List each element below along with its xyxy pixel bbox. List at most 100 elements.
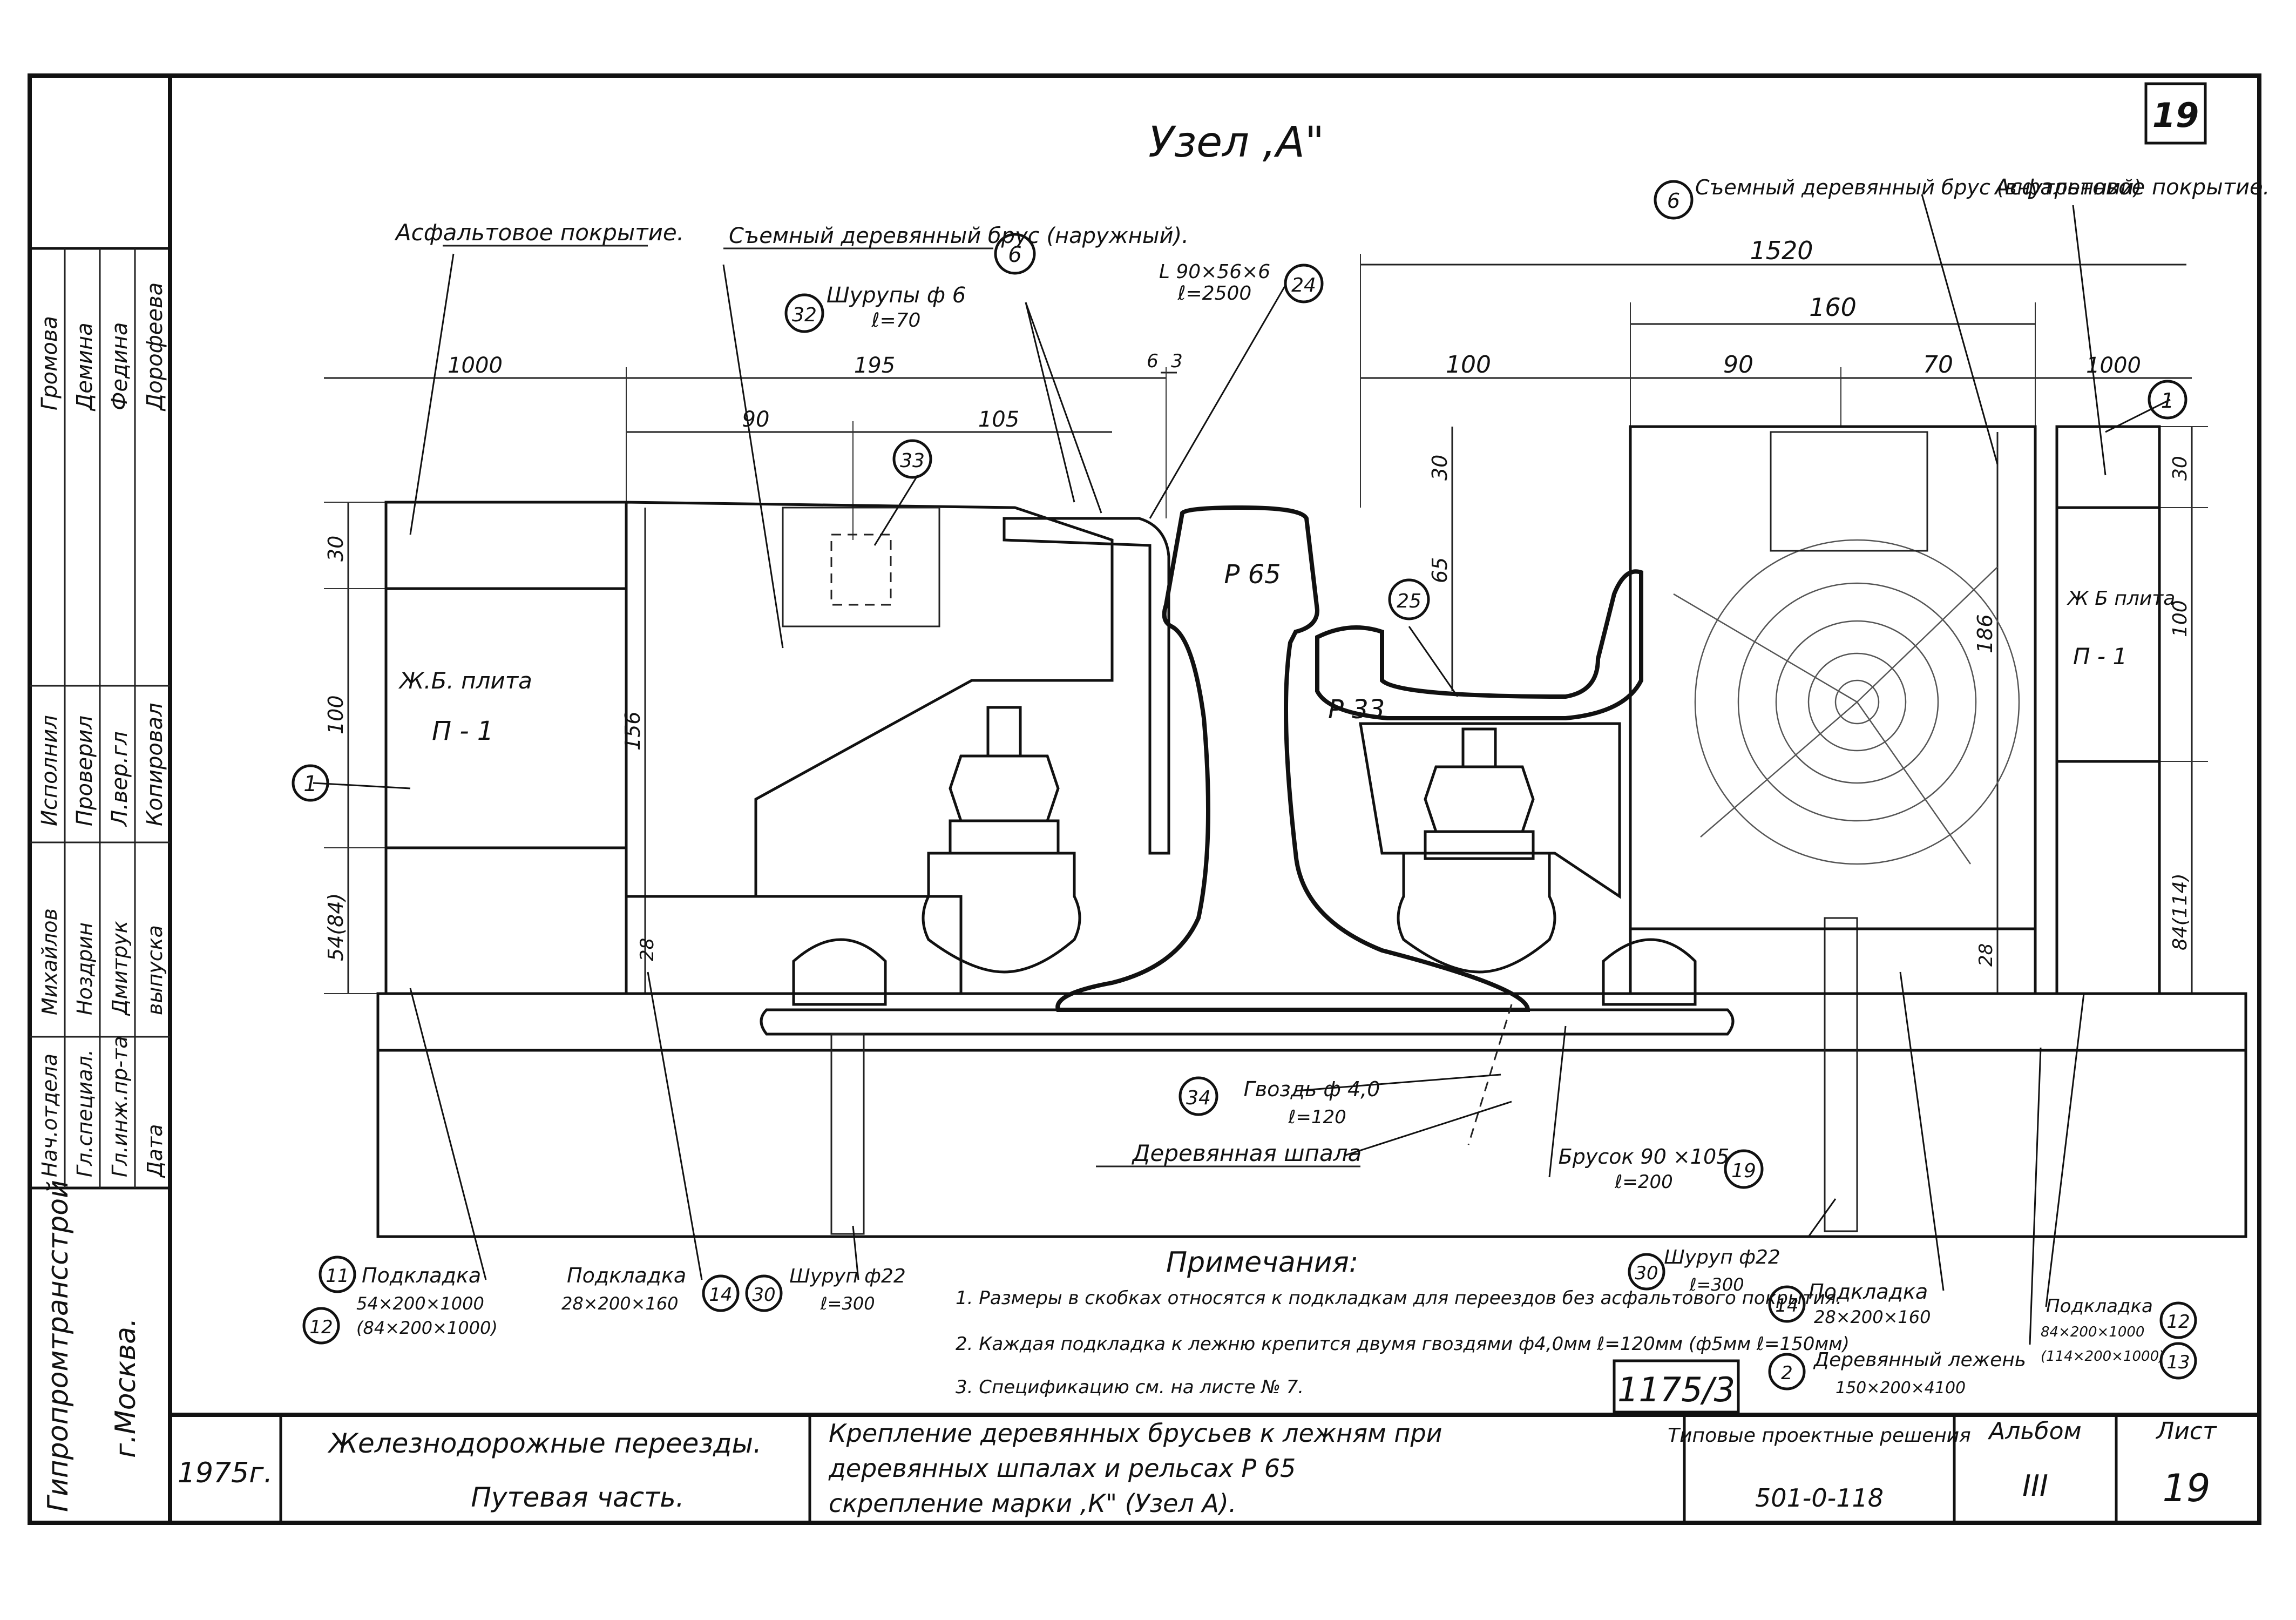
staff-bottom-name-4: выпуска	[143, 925, 167, 1015]
callouts-12: 14	[709, 1284, 732, 1306]
dim-v30-right: 30	[2169, 456, 2191, 481]
dim-v30-left: 30	[324, 536, 348, 562]
dim-100: 100	[1446, 351, 1491, 379]
stamp-album-value: III	[2022, 1469, 2048, 1503]
staff-role-3: Л.вер.гл	[107, 731, 132, 827]
callouts: 1 6 32 24 33 25 6 1 34 19 11 12 14 30 30…	[292, 180, 2197, 1390]
dim-160: 160	[1809, 293, 1857, 322]
notes-heading: Примечания:	[1166, 1246, 1358, 1279]
removable-bar-outer	[625, 501, 1114, 898]
beam-2-size: 150×200×4100	[1836, 1379, 1966, 1398]
nail-length: ℓ=120	[1288, 1106, 1346, 1128]
stamp-description-line2: деревянных шпалах и рельсах Р 65	[828, 1454, 1296, 1483]
clip-bolt-left	[922, 706, 1081, 974]
callout-1-right: 1	[2148, 380, 2187, 420]
dim-1000-left: 1000	[448, 353, 503, 378]
angle-label: L 90×56×6	[1159, 261, 1270, 283]
stamp-code-box	[1613, 1359, 1740, 1414]
stamp-album-label: Альбом	[1987, 1418, 2081, 1445]
pad-14-size: 28×200×160	[561, 1293, 679, 1314]
rail-p33-label: Р 33	[1328, 694, 1385, 725]
plug-33-left	[782, 507, 940, 627]
stamp-code: 1175/3	[1617, 1370, 1735, 1409]
staff-bottom-role-2: Гл.специал.	[73, 1049, 97, 1177]
stamp-project-line1: Железнодорожные переезды.	[327, 1428, 762, 1459]
callout-25: 25	[1388, 578, 1430, 620]
angle-steel-24	[1003, 517, 1170, 855]
note-1: 1. Размеры в скобках относятся к подклад…	[956, 1287, 1842, 1309]
screw-22-right-label: Шуруп ф22	[1664, 1246, 1780, 1268]
stamp-series-code: 501-0-118	[1755, 1483, 1884, 1513]
slab-left-label: Ж.Б. плита	[398, 667, 532, 694]
callouts-17: 12	[2166, 1311, 2190, 1333]
dim-v156: 156	[621, 711, 645, 751]
dim-v28-left: 28	[636, 938, 658, 961]
dimension-lines	[324, 254, 2208, 994]
callouts-0: 1	[303, 772, 317, 796]
staff-bottom-role-3: Гл.инж.пр-та	[108, 1036, 132, 1178]
outer-frame	[28, 73, 2261, 1525]
dim-v65: 65	[1428, 557, 1452, 583]
callouts-4: 33	[900, 450, 925, 472]
callouts-18: 13	[2166, 1352, 2190, 1373]
dim-v30-mid: 30	[1428, 455, 1452, 481]
staff-role-2: Проверил	[72, 716, 97, 826]
callouts-2: 32	[792, 304, 817, 326]
screw-22-right-length: ℓ=300	[1689, 1274, 1744, 1295]
callouts-9: 19	[1731, 1160, 1756, 1182]
removable-inner-label: Съемный деревянный брус (внутренний)	[1695, 176, 2142, 199]
screw-22-length: ℓ=300	[819, 1293, 875, 1314]
pad-11-label: Подкладка	[362, 1264, 481, 1287]
callouts-3: 24	[1291, 274, 1316, 296]
note-2: 2. Каждая подкладка к лежню крепится дву…	[956, 1333, 1850, 1355]
staff-strip: Исполнил Проверил Л.вер.гл Копировал Гро…	[30, 247, 170, 1190]
angle-length: ℓ=2500	[1177, 282, 1252, 305]
dim-70: 70	[1923, 351, 1953, 379]
callout-34: 34	[1179, 1076, 1218, 1116]
removable-bar-inner	[1629, 425, 2037, 930]
staff-bottom-name-1: Михайлов	[38, 908, 62, 1015]
notes-block: Примечания: 1. Размеры в скобках относят…	[956, 1246, 1850, 1398]
staff-bottom-name-2: Ноздрин	[73, 922, 97, 1015]
callout-11: 11	[319, 1256, 356, 1293]
plug-33-right	[1770, 431, 1928, 552]
plug-33-inner	[830, 534, 892, 606]
stamp-year: 1975г.	[178, 1457, 273, 1489]
pad-14-label: Подкладка	[567, 1264, 686, 1287]
sleeper-label: Деревянная шпала	[1132, 1140, 1362, 1166]
callouts-6: 6	[1667, 189, 1680, 213]
nail-34	[1467, 1004, 1513, 1145]
wooden-longitudinal-beam	[376, 992, 2247, 1052]
dim-v100-left: 100	[324, 695, 348, 734]
dim-v28-right: 28	[1975, 943, 1997, 967]
bar-25	[1359, 722, 1621, 899]
callout-6-left: 6	[994, 233, 1036, 275]
screw-30-right	[1824, 917, 1858, 1232]
dim-90-right: 90	[1723, 351, 1753, 379]
callouts-8: 34	[1186, 1087, 1211, 1109]
asphalt-left-label: Асфальтовое покрытие.	[394, 219, 684, 246]
staff-name-3: Федина	[107, 322, 132, 410]
dim-v84-114: 84(114)	[2169, 873, 2191, 950]
callouts-7: 1	[2161, 389, 2174, 413]
bar-length: ℓ=200	[1614, 1171, 1672, 1193]
dim-v54-84: 54(84)	[324, 893, 348, 961]
pad-left	[384, 846, 628, 995]
pad-right	[2055, 760, 2161, 995]
stamp-sheet-value: 19	[2162, 1466, 2210, 1510]
callout-30-left: 30	[745, 1274, 783, 1312]
staff-name-1: Громова	[37, 316, 62, 410]
callout-30-right: 30	[1628, 1253, 1665, 1291]
callout-14: 14	[702, 1274, 740, 1312]
staff-role-1: Исполнил	[37, 715, 62, 826]
callout-12-right: 12	[2159, 1301, 2197, 1339]
staff-bottom-role-1: Нач.отдела	[38, 1054, 62, 1177]
stamp-sheet-label: Лист	[2155, 1418, 2217, 1445]
pad-12-right-label: Подкладка	[2046, 1295, 2153, 1317]
removable-outer-label: Съемный деревянный брус (наружный).	[729, 224, 1189, 248]
callouts-5: 25	[1397, 590, 1421, 612]
callout-24: 24	[1284, 264, 1324, 303]
callout-12: 12	[302, 1307, 340, 1345]
annotations: Асфальтовое покрытие. Съемный деревянный…	[356, 175, 2270, 1398]
